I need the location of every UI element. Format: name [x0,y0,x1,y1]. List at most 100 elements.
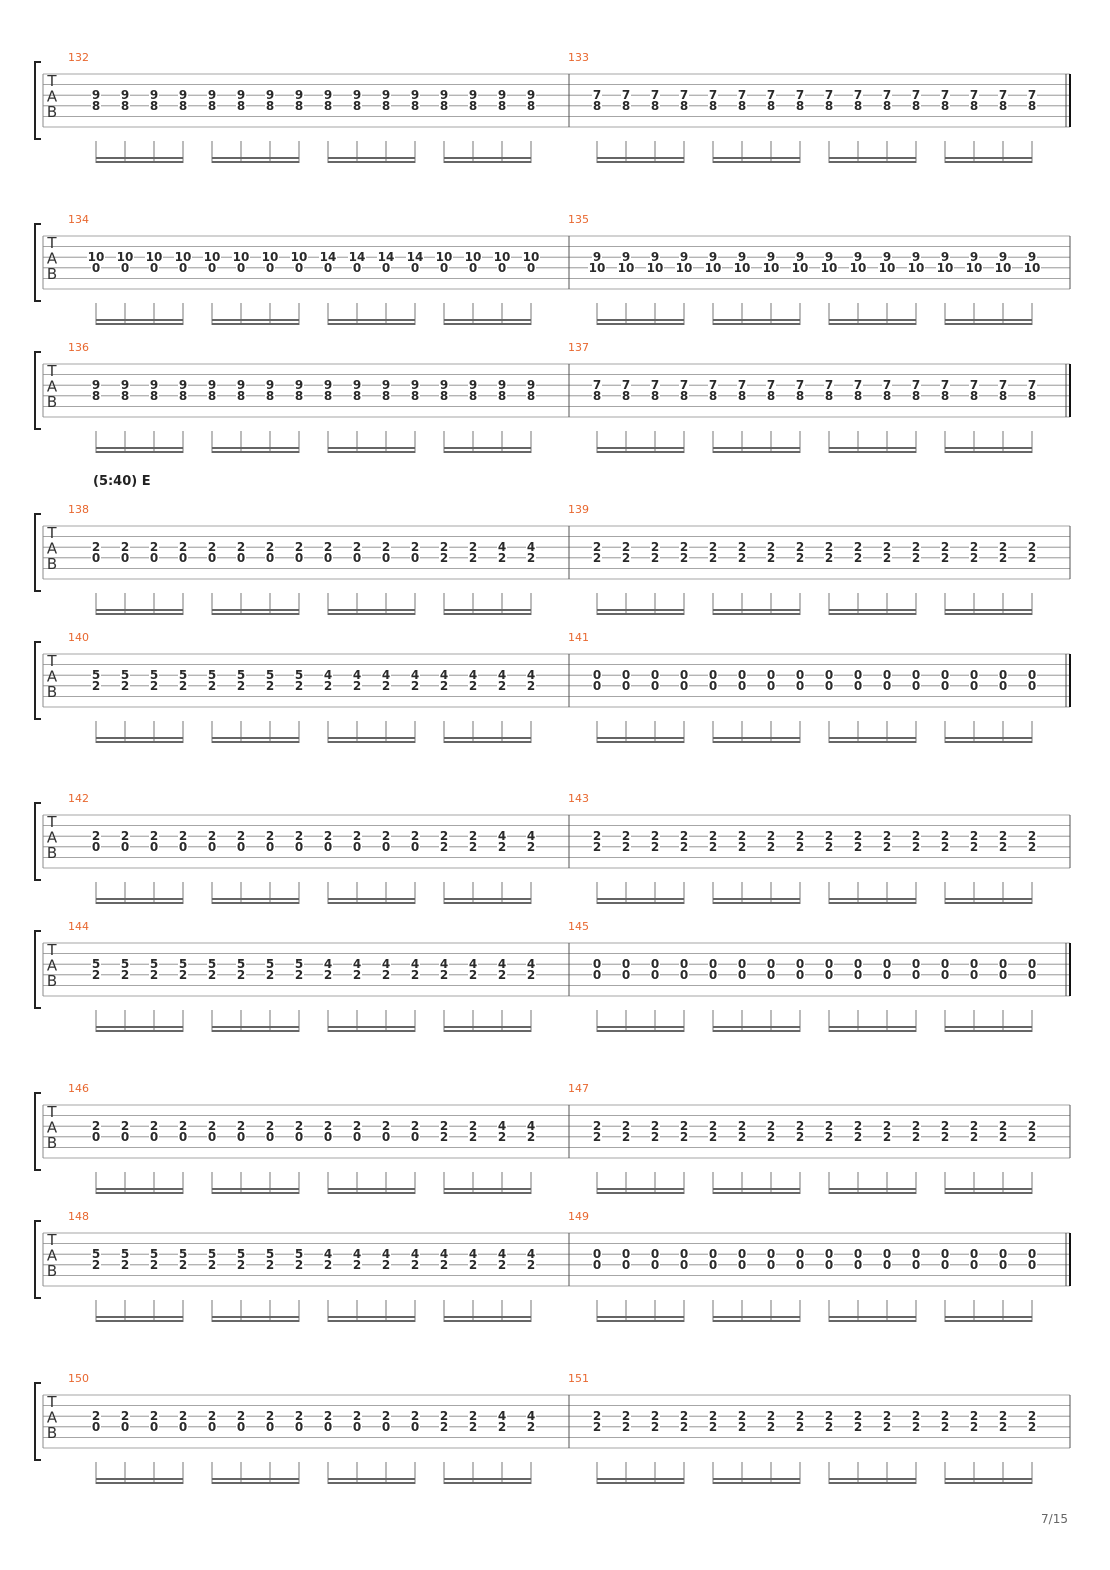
tab-clef-letter: A [47,668,58,686]
fret-number: 0 [796,968,804,982]
beam [713,1482,800,1484]
fret-mask [207,969,217,980]
fret-number: 2 [150,829,158,843]
beam [597,319,684,321]
beam [444,898,531,900]
fret-number: 5 [179,668,187,682]
fret-number: 9 [970,250,978,264]
fret-mask [178,552,188,563]
fret-number: 2 [796,1409,804,1423]
fret-mask [178,1131,188,1142]
fret-mask [940,831,950,842]
fret-number: 2 [324,540,332,554]
beam [945,323,1032,325]
fret-number: 0 [411,1420,419,1434]
fret-number: 0 [709,957,717,971]
beam [713,323,800,325]
fret-mask [352,969,362,980]
fret-number: 10 [1024,261,1041,275]
beam [713,1030,800,1032]
fret-mask [621,841,631,852]
fret-number: 2 [825,551,833,565]
fret-mask [439,1259,449,1270]
fret-mask [853,1249,863,1260]
fret-number: 7 [796,378,804,392]
fret-number: 2 [941,1420,949,1434]
fret-mask [998,841,1008,852]
beam [328,741,415,743]
beam [597,323,684,325]
fret-number: 2 [440,829,448,843]
fret-mask [911,1259,921,1270]
fret-number: 2 [150,968,158,982]
fret-number: 9 [92,88,100,102]
fret-mask [91,831,101,842]
tab-clef-letter: T [46,1393,57,1411]
fret-mask [149,552,159,563]
fret-number: 0 [208,551,216,565]
fret-number: 8 [266,389,274,403]
fret-number: 4 [527,540,535,554]
fret-mask [998,90,1008,101]
tab-clef-letter: T [46,652,57,670]
beam [212,613,299,615]
fret-number: 2 [353,1258,361,1272]
fret-number: 7 [767,88,775,102]
fret-mask [381,90,391,101]
beam [444,613,531,615]
fret-number: 8 [1028,99,1036,113]
fret-number: 2 [324,1409,332,1423]
measure-number: 138 [68,503,89,516]
fret-number: 8 [498,99,506,113]
fret-number: 2 [92,540,100,554]
fret-number: 2 [593,840,601,854]
fret-mask [294,841,304,852]
fret-number: 4 [353,957,361,971]
beam [328,1482,415,1484]
fret-number: 4 [353,668,361,682]
fret-number: 8 [382,389,390,403]
beam [713,161,800,163]
fret-mask [737,959,747,970]
fret-number: 0 [622,668,630,682]
fret-mask [381,262,391,273]
fret-mask [236,390,246,401]
fret-number: 8 [295,389,303,403]
fret-number: 0 [1028,1258,1036,1272]
beam [212,319,299,321]
fret-number: 9 [353,378,361,392]
fret-number: 0 [912,679,920,693]
fret-mask [940,959,950,970]
fret-mask [323,680,333,691]
beam [829,737,916,739]
beam [212,1316,299,1318]
fret-mask [410,831,420,842]
fret-mask [352,1411,362,1422]
fret-number: 2 [469,840,477,854]
fret-mask [120,552,130,563]
fret-number: 5 [237,1247,245,1261]
beam [444,157,531,159]
fret-number: 2 [440,540,448,554]
fret-number: 5 [237,668,245,682]
fret-number: 0 [941,668,949,682]
fret-number: 0 [353,1130,361,1144]
fret-number: 2 [941,1130,949,1144]
fret-mask [824,90,834,101]
beam [328,1026,415,1028]
beam [713,1478,800,1480]
fret-number: 2 [469,1409,477,1423]
fret-number: 10 [436,250,453,264]
fret-number: 2 [1028,1130,1036,1144]
fret-number: 5 [237,957,245,971]
fret-number: 0 [295,1420,303,1434]
fret-number: 5 [121,957,129,971]
fret-mask [1027,542,1037,553]
fret-number: 4 [498,829,506,843]
fret-number: 0 [593,968,601,982]
fret-mask [149,680,159,691]
fret-number: 2 [709,829,717,843]
fret-mask [853,959,863,970]
fret-mask [178,1121,188,1132]
beam [597,613,684,615]
